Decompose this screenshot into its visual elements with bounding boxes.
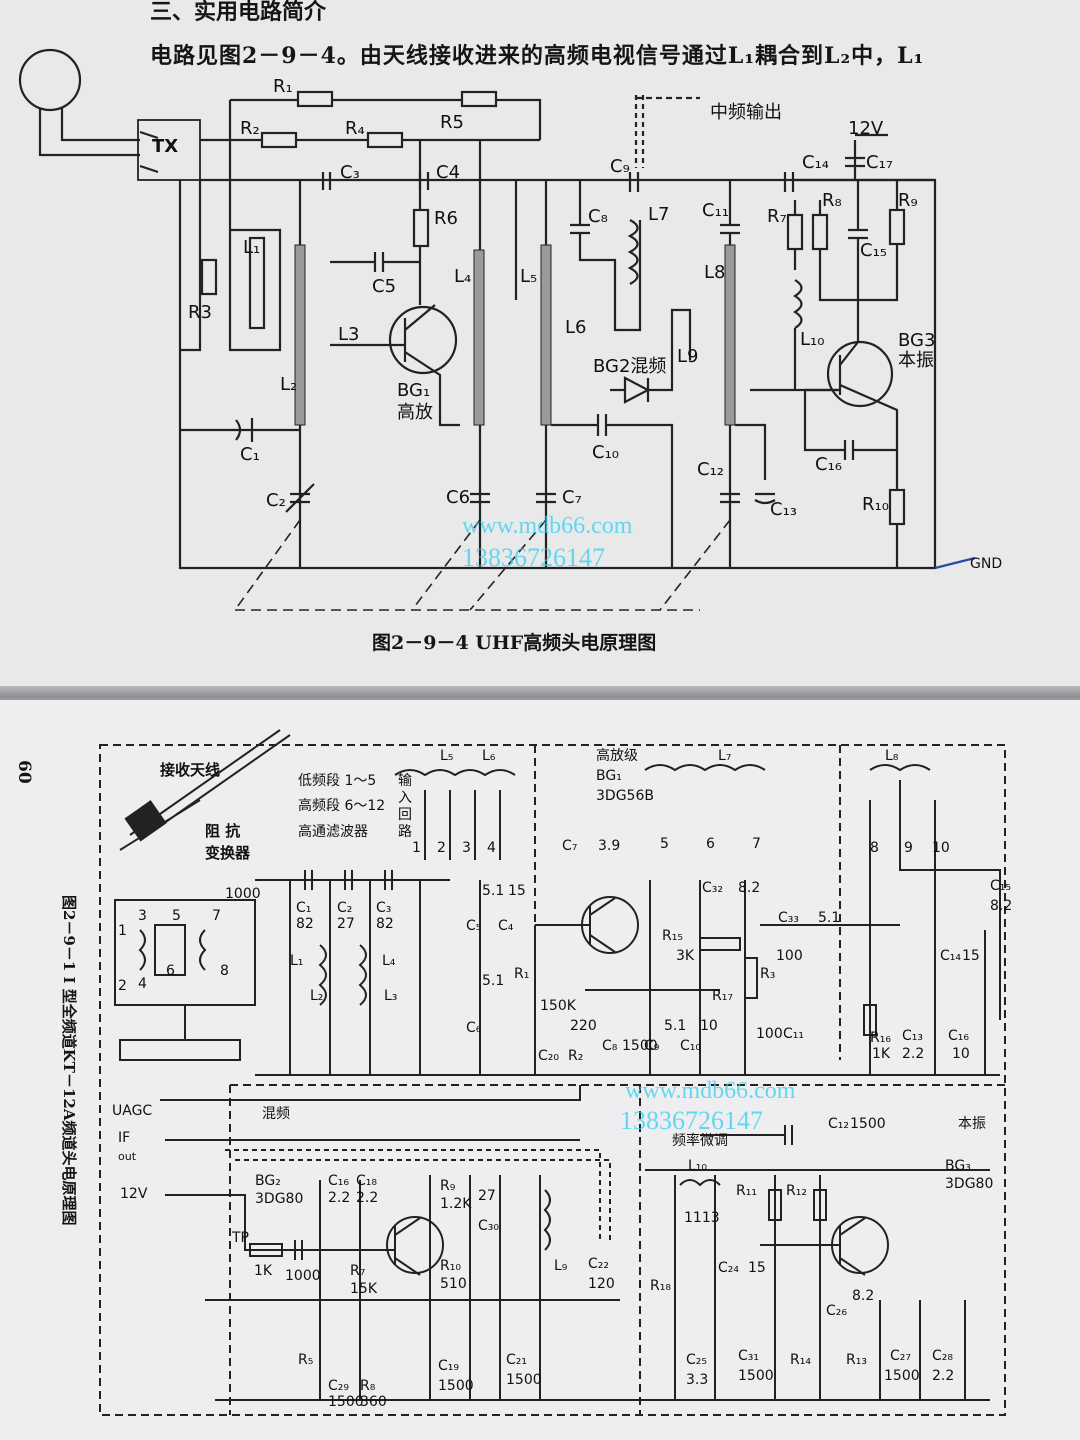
label-c1: C₁ (240, 444, 260, 465)
resistor-r5 (460, 90, 498, 108)
label-r2: R₂ (240, 118, 260, 139)
label-r5: R5 (440, 112, 464, 133)
label-c5: C5 (372, 276, 396, 297)
label-c6: C6 (446, 487, 470, 508)
label-l6: L6 (565, 317, 586, 338)
bottom-page (0, 700, 1080, 1440)
label-gnd: GND (970, 556, 1002, 572)
label-r8: R₈ (822, 190, 842, 211)
label-r4: R₄ (345, 118, 365, 139)
watermark-site-bottom: www.mdb66.com (625, 1078, 796, 1104)
stripline-l8 (724, 244, 736, 426)
label-c7: C₇ (562, 487, 582, 508)
label-c16: C₁₆ (815, 454, 842, 475)
label-l1: L₁ (243, 237, 260, 258)
resistor-r4 (366, 131, 404, 149)
label-tx: TX (152, 136, 178, 157)
label-l3: L3 (338, 324, 359, 345)
resistor-r6 (412, 208, 430, 248)
label-r6: R6 (434, 208, 458, 229)
label-c17: C₁₇ (866, 152, 893, 173)
inductor-l1 (248, 236, 266, 330)
label-r7: R₇ (767, 206, 787, 227)
label-r1: R₁ (273, 76, 293, 97)
label-bg2: BG2混频 (593, 356, 666, 377)
label-c11: C₁₁ (702, 200, 729, 221)
label-l7: L7 (648, 204, 669, 225)
label-bg3-role: 本振 (898, 350, 934, 371)
label-c8: C₈ (588, 206, 608, 227)
page-number: 60 (14, 760, 34, 784)
capacitor-c1 (235, 419, 242, 441)
watermark-phone-top: 13836726147 (462, 543, 605, 572)
figure-caption-bottom: 图2－9－1 I 型全频道KT－12A频道头电原理图 (60, 895, 78, 1226)
label-c2: C₂ (266, 490, 286, 511)
transistor-bg3 (826, 340, 894, 408)
transistor-bg1 (388, 305, 458, 375)
stripline-l4 (473, 249, 485, 426)
section-heading: 三、实用电路简介 (150, 0, 327, 25)
label-c9: C₉ (610, 156, 630, 177)
stripline-l2 (294, 244, 306, 426)
inductor-l7 (627, 219, 639, 285)
label-c10: C₁₀ (592, 442, 619, 463)
label-r9: R₉ (898, 190, 918, 211)
resistor-r7 (786, 213, 804, 251)
loop-antenna-symbol (18, 48, 82, 112)
label-l10: L₁₀ (800, 329, 824, 350)
label-l8: L8 (704, 262, 725, 283)
label-c14: C₁₄ (802, 152, 829, 173)
resistor-r2 (260, 131, 298, 149)
label-c15: C₁₅ (860, 240, 887, 261)
label-c4: C4 (436, 162, 460, 183)
label-bg3: BG3 (898, 330, 935, 351)
label-bg1-role: 高放 (397, 402, 433, 423)
stripline-l5 (540, 244, 552, 426)
label-c12: C₁₂ (697, 459, 724, 480)
resistor-r9 (888, 208, 906, 246)
inductor-l10 (792, 279, 803, 329)
resistor-r3 (200, 258, 218, 296)
resistor-r1 (296, 90, 334, 108)
label-r10: R₁₀ (862, 494, 889, 515)
tx-balun-box (137, 119, 201, 181)
label-r3: R3 (188, 302, 212, 323)
label-c3: C₃ (340, 162, 360, 183)
figure-caption-top: 图2－9－4 UHF高频头电原理图 (372, 632, 657, 654)
label-vcc: 12V (848, 118, 884, 139)
resistor-r8 (811, 213, 829, 251)
label-bg1: BG₁ (397, 380, 430, 401)
uhf-tuner-schematic: TX R₁ R₂ R3 R₄ R5 R6 R₇ R₈ R₉ R₁₀ C₁ C₂ … (18, 48, 1002, 611)
label-l5: L₅ (520, 266, 537, 287)
label-c13: C₁₃ (770, 499, 797, 520)
watermark-phone-bottom: 13836726147 (620, 1106, 763, 1135)
label-l4: L₄ (454, 266, 471, 287)
label-if-output: 中频输出 (710, 102, 782, 123)
watermark-site-top: www.mdb66.com (462, 513, 633, 539)
label-l2: L₂ (280, 374, 297, 395)
intro-text: 电路见图2－9－4。由天线接收进来的高频电视信号通过L₁耦合到L₂中，L₁ (150, 43, 925, 69)
resistor-r10 (888, 488, 906, 526)
label-l9: L9 (677, 346, 698, 367)
